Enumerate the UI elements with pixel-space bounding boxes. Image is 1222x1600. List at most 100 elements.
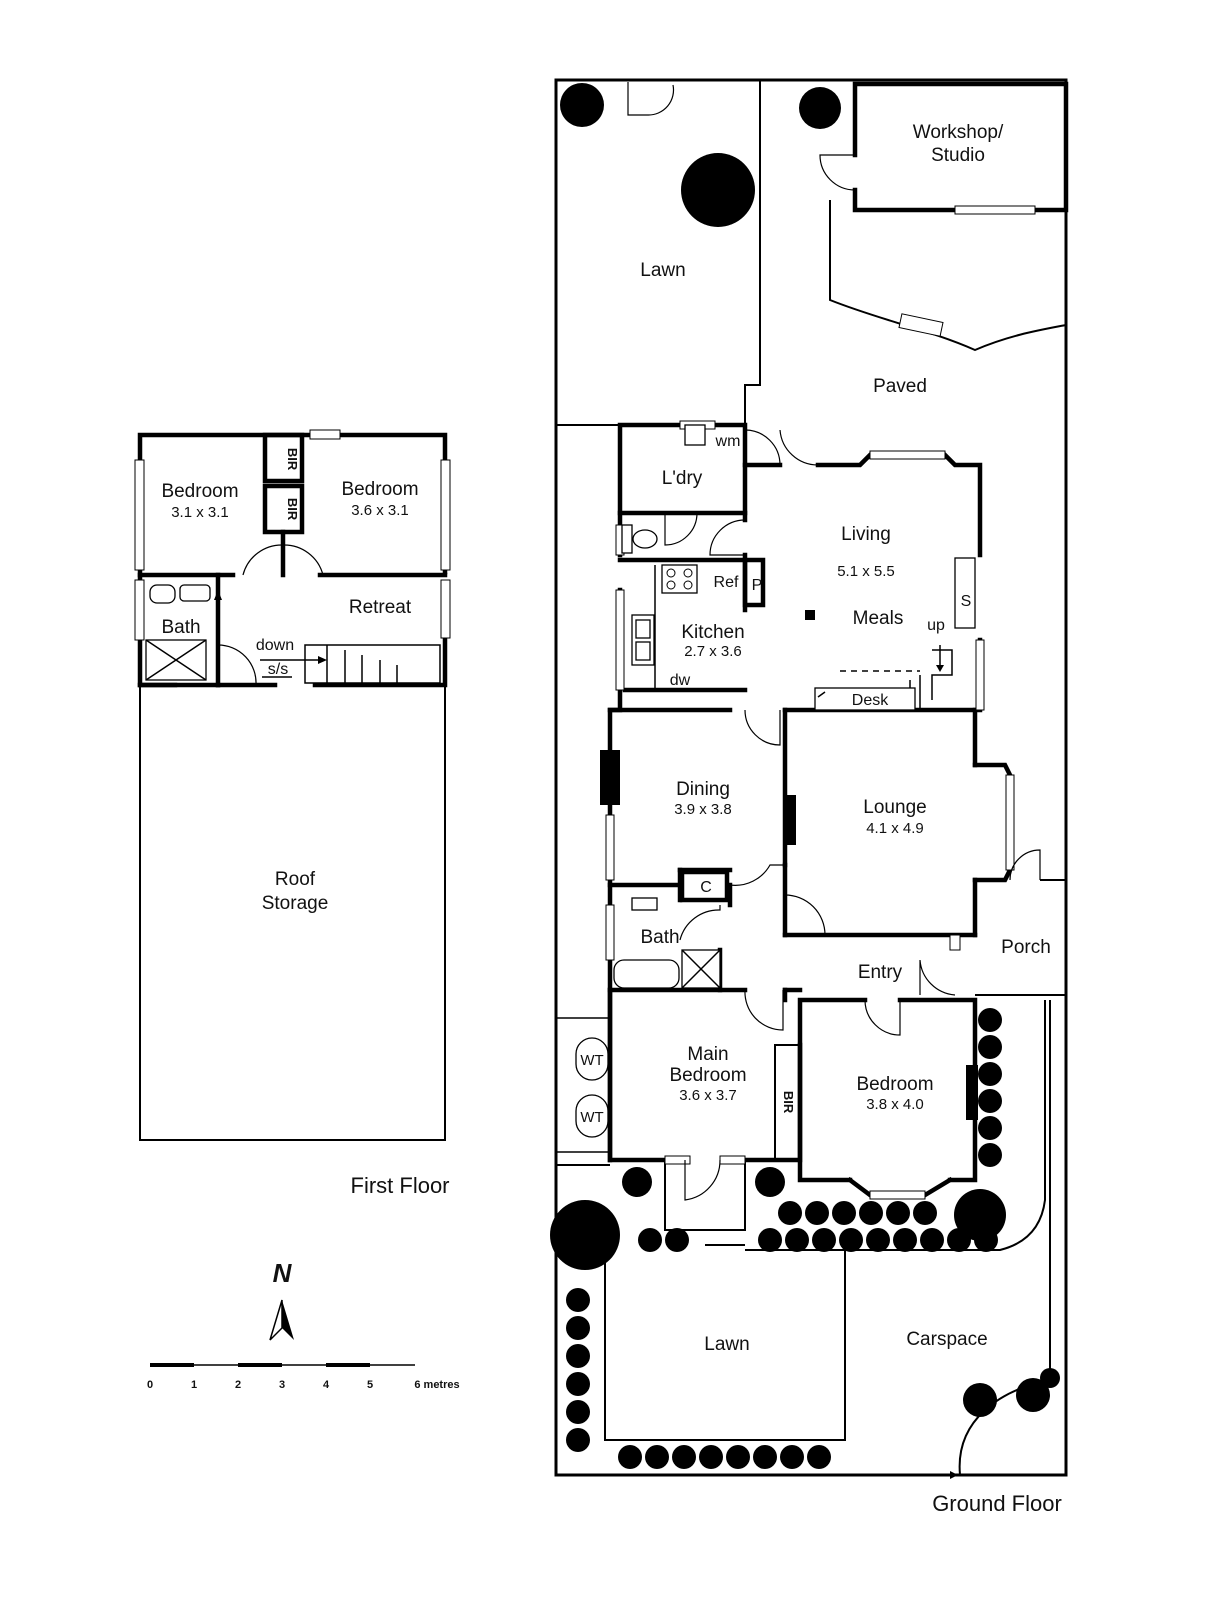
ff-bir1-label: BIR bbox=[285, 448, 300, 471]
ff-down-label: down bbox=[256, 637, 294, 654]
shrub bbox=[920, 1228, 944, 1252]
entry-label: Entry bbox=[858, 962, 903, 983]
shrub bbox=[618, 1445, 642, 1469]
kitchen-size: 2.7 x 3.6 bbox=[684, 643, 742, 660]
shrubs bbox=[566, 1008, 1002, 1469]
kitchen-label: Kitchen bbox=[681, 622, 744, 643]
bedroom-size: 3.8 x 4.0 bbox=[866, 1096, 924, 1113]
shrub bbox=[753, 1445, 777, 1469]
ff-bath-label: Bath bbox=[161, 617, 200, 638]
scale-tick-4: 4 bbox=[323, 1379, 330, 1391]
paved-label: Paved bbox=[873, 376, 927, 397]
carspace-label: Carspace bbox=[906, 1329, 987, 1350]
living-label: Living bbox=[841, 524, 891, 545]
back-lawn-label: Lawn bbox=[640, 260, 685, 281]
shrub bbox=[978, 1116, 1002, 1140]
shrub bbox=[665, 1228, 689, 1252]
main-bedroom-size: 3.6 x 3.7 bbox=[679, 1087, 737, 1104]
main-bedroom-label-1: Main bbox=[687, 1044, 728, 1065]
ff-bedroom1-size: 3.1 x 3.1 bbox=[171, 504, 229, 521]
shrub bbox=[566, 1344, 590, 1368]
ff-bedroom2-label: Bedroom bbox=[341, 479, 418, 500]
shrub bbox=[859, 1201, 883, 1225]
shrub bbox=[812, 1228, 836, 1252]
shrub bbox=[645, 1445, 669, 1469]
wm-label: wm bbox=[715, 433, 741, 450]
ff-retreat-label: Retreat bbox=[349, 597, 412, 618]
scale-bar: 0 1 2 3 4 5 6 metres bbox=[147, 1363, 460, 1391]
scale-tick-2: 2 bbox=[235, 1379, 241, 1391]
ff-bedroom2-size: 3.6 x 3.1 bbox=[351, 502, 409, 519]
shrub bbox=[726, 1445, 750, 1469]
shrub bbox=[566, 1288, 590, 1312]
gf-bir-label: BIR bbox=[781, 1091, 796, 1114]
shrub bbox=[699, 1445, 723, 1469]
shrub bbox=[974, 1228, 998, 1252]
wt1-label: WT bbox=[580, 1052, 603, 1069]
compass: N bbox=[269, 1258, 294, 1341]
shrub bbox=[893, 1228, 917, 1252]
scale-tick-0: 0 bbox=[147, 1379, 153, 1391]
roof-storage-label-1: Roof bbox=[275, 869, 316, 890]
dw-label: dw bbox=[670, 672, 691, 689]
ground-floor-title: Ground Floor bbox=[932, 1491, 1062, 1516]
shrub bbox=[805, 1201, 829, 1225]
shrub bbox=[807, 1445, 831, 1469]
main-bedroom-label-2: Bedroom bbox=[669, 1065, 746, 1086]
scale-tick-3: 3 bbox=[279, 1379, 285, 1391]
dining-label: Dining bbox=[676, 779, 730, 800]
roof-storage-label-2: Storage bbox=[262, 893, 329, 914]
first-floor-title: First Floor bbox=[351, 1173, 450, 1198]
shrub bbox=[780, 1445, 804, 1469]
workshop-label-1: Workshop/ bbox=[913, 122, 1004, 143]
first-floor-plan: Bedroom 3.1 x 3.1 Bedroom 3.6 x 3.1 BIR … bbox=[134, 429, 451, 1198]
north-label: N bbox=[273, 1258, 293, 1288]
cupboard-label: C bbox=[700, 879, 712, 896]
shrub bbox=[978, 1008, 1002, 1032]
laundry-label: L'dry bbox=[662, 468, 703, 489]
shrub bbox=[672, 1445, 696, 1469]
scale-tick-6: 6 metres bbox=[414, 1379, 459, 1391]
meals-label: Meals bbox=[853, 608, 904, 629]
shrub bbox=[866, 1228, 890, 1252]
scale-tick-1: 1 bbox=[191, 1379, 197, 1391]
desk-label: Desk bbox=[852, 692, 889, 709]
lounge-size: 4.1 x 4.9 bbox=[866, 820, 924, 837]
shrub bbox=[566, 1372, 590, 1396]
shrub bbox=[839, 1228, 863, 1252]
lounge-label: Lounge bbox=[863, 797, 926, 818]
ref-label: Ref bbox=[714, 574, 739, 591]
shrub bbox=[758, 1228, 782, 1252]
shrub bbox=[913, 1201, 937, 1225]
bedroom-label: Bedroom bbox=[856, 1074, 933, 1095]
scale-tick-5: 5 bbox=[367, 1379, 373, 1391]
stove-label: S bbox=[961, 593, 972, 610]
wt2-label: WT bbox=[580, 1109, 603, 1126]
shrub bbox=[978, 1143, 1002, 1167]
front-lawn-label: Lawn bbox=[704, 1334, 749, 1355]
shrub bbox=[947, 1228, 971, 1252]
ff-bir2-label: BIR bbox=[285, 498, 300, 521]
dining-size: 3.9 x 3.8 bbox=[674, 801, 732, 818]
pantry-label: P bbox=[752, 577, 763, 594]
up-label: up bbox=[927, 617, 945, 634]
shrub bbox=[566, 1400, 590, 1424]
ground-floor-plan: Workshop/ Studio Lawn Paved wm L'dry Liv… bbox=[550, 78, 1069, 1516]
bath-label: Bath bbox=[640, 927, 679, 948]
shrub bbox=[785, 1228, 809, 1252]
shrub bbox=[978, 1062, 1002, 1086]
shrub bbox=[566, 1316, 590, 1340]
shrub bbox=[566, 1428, 590, 1452]
shrub bbox=[886, 1201, 910, 1225]
living-size: 5.1 x 5.5 bbox=[837, 563, 895, 580]
ff-ss-label: s/s bbox=[268, 661, 288, 678]
shrub bbox=[978, 1089, 1002, 1113]
shrub bbox=[978, 1035, 1002, 1059]
roof-storage-outline bbox=[139, 685, 446, 1141]
porch-label: Porch bbox=[1001, 937, 1051, 958]
shrub bbox=[778, 1201, 802, 1225]
ff-bedroom1-label: Bedroom bbox=[161, 481, 238, 502]
first-floor-walls bbox=[137, 432, 448, 688]
shrub bbox=[638, 1228, 662, 1252]
